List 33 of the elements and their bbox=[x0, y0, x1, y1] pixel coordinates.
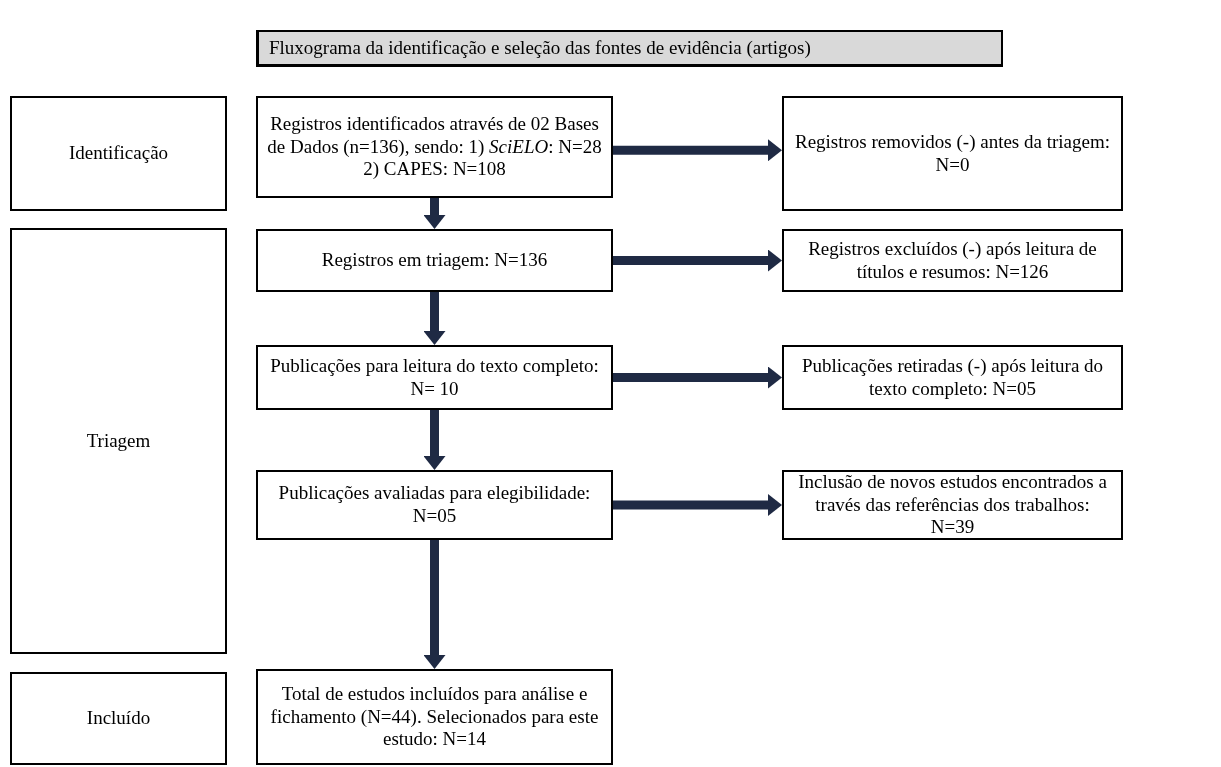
process-box bbox=[256, 96, 613, 198]
stage-box bbox=[10, 96, 227, 211]
box-text: Registros excluídos (-) após leitura de títulos e resumos: N=126 bbox=[807, 237, 1098, 284]
box-text: Publicações retiradas (-) após leitura do texto completo: N=05 bbox=[800, 354, 1105, 401]
process-box bbox=[256, 229, 613, 292]
box-text: Total de estudos incluídos para análise e fichamento (N=44). Selecionados para este estudo: N=14 bbox=[269, 682, 600, 752]
arrow bbox=[613, 366, 782, 389]
box-text: Incluído bbox=[86, 707, 151, 730]
process-box bbox=[782, 345, 1123, 410]
box-text: Inclusão de novos estudos encontrados a través das referências dos trabalhos: N=39 bbox=[797, 470, 1108, 540]
arrow bbox=[423, 540, 446, 669]
arrow bbox=[423, 198, 446, 229]
box-text: Identificação bbox=[68, 142, 169, 165]
box-text: Registros em triagem: N=136 bbox=[321, 249, 548, 272]
process-box bbox=[782, 229, 1123, 292]
process-box bbox=[782, 96, 1123, 211]
box-text: Publicações avaliadas para elegibilidade: N=05 bbox=[277, 482, 592, 528]
box-text: Registros identificados através de 02 Bases de Dados (n=136), sendo: 1) SciELO: N=28 2) CAPES: N=108 bbox=[266, 112, 603, 182]
process-box bbox=[256, 669, 613, 765]
title-box bbox=[256, 30, 1003, 67]
arrow bbox=[423, 292, 446, 345]
arrow bbox=[613, 494, 782, 516]
stage-box bbox=[10, 672, 227, 765]
process-box bbox=[256, 470, 613, 540]
arrow bbox=[613, 249, 782, 272]
box-text: Fluxograma da identificação e seleção das fontes de evidência (artigos) bbox=[269, 36, 811, 60]
arrow bbox=[423, 410, 446, 470]
stage-box bbox=[10, 228, 227, 654]
arrow bbox=[613, 139, 782, 162]
process-box bbox=[256, 345, 613, 410]
box-text: Triagem bbox=[86, 429, 151, 453]
box-text: Registros removidos (-) antes da triagem: N=0 bbox=[794, 130, 1111, 177]
box-text: Publicações para leitura do texto completo: N= 10 bbox=[269, 354, 600, 401]
